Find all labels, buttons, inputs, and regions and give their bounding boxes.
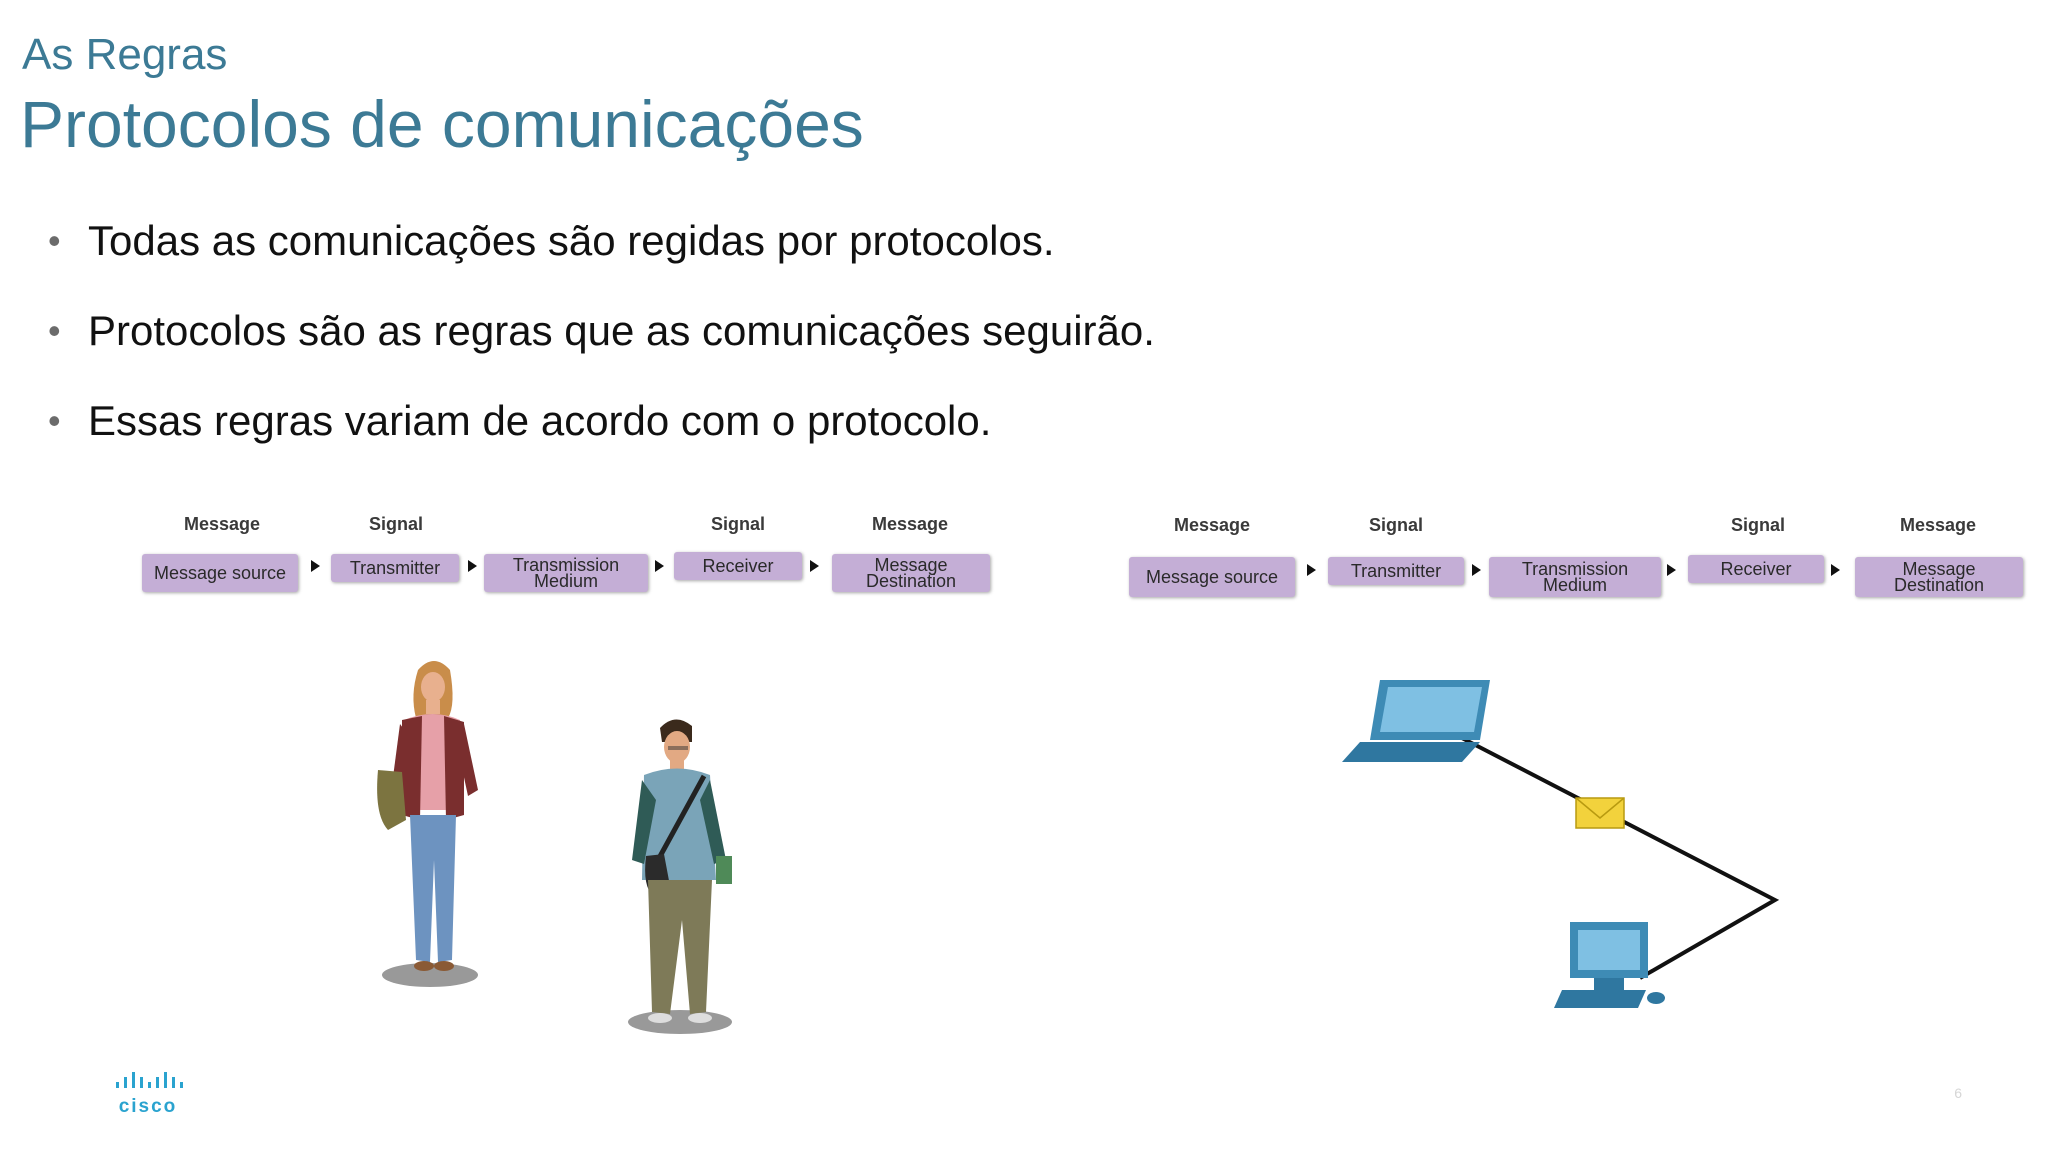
flow-box-transmission-medium: Transmission Medium: [484, 554, 648, 592]
bullet-dot-icon: •: [48, 400, 61, 441]
laptop-icon: [1342, 680, 1490, 762]
flow-label: Signal: [368, 514, 424, 534]
flow-box-message-source: Message source: [1129, 557, 1295, 597]
flow-arrow-icon: [1831, 564, 1840, 576]
flow-label: Signal: [1730, 515, 1786, 535]
flow-label: Signal: [710, 514, 766, 534]
slide-title: Protocolos de comunicações: [20, 87, 864, 161]
flow-box-transmitter: Transmitter: [1328, 557, 1464, 585]
flow-arrow-icon: [311, 560, 320, 572]
flow-box-message-source: Message source: [142, 554, 298, 592]
desktop-computer-icon: [1554, 922, 1665, 1008]
envelope-icon: [1575, 797, 1625, 829]
flow-box-message-destination: Message Destination: [1855, 557, 2023, 597]
flow-label: Message: [1173, 515, 1251, 535]
flow-label: Message: [183, 514, 261, 534]
network-illustration: [1342, 680, 1780, 1008]
flow-arrow-icon: [1667, 564, 1676, 576]
cisco-logo-text: cisco: [119, 1096, 178, 1117]
flow-label: Signal: [1368, 515, 1424, 535]
cisco-logo: cisco: [116, 1072, 183, 1117]
flow-label: Message: [1899, 515, 1977, 535]
flow-arrow-icon: [1472, 564, 1481, 576]
flow-box-message-destination: Message Destination: [832, 554, 990, 592]
man-figure: [628, 719, 732, 1034]
flow-box-receiver: Receiver: [674, 552, 802, 580]
flow-arrow-icon: [1307, 564, 1316, 576]
bullet-item: •Todas as comunicações são regidas por p…: [48, 212, 1155, 302]
flow-label: Message: [871, 514, 949, 534]
people-illustration: [377, 661, 732, 1034]
flow-arrow-icon: [810, 560, 819, 572]
woman-figure: [377, 661, 478, 987]
bullet-dot-icon: •: [48, 310, 61, 351]
flow-box-transmission-medium: Transmission Medium: [1489, 557, 1661, 597]
page-number: 6: [1954, 1085, 1962, 1101]
flow-box-transmitter: Transmitter: [331, 554, 459, 582]
bullet-dot-icon: •: [48, 220, 61, 261]
flow-arrow-icon: [655, 560, 664, 572]
flow-arrow-icon: [468, 560, 477, 572]
slide-subtitle: As Regras: [22, 30, 228, 79]
flow-box-receiver: Receiver: [1688, 555, 1824, 583]
bullet-item: •Protocolos são as regras que as comunic…: [48, 302, 1155, 392]
bullet-item: •Essas regras variam de acordo com o pro…: [48, 392, 1155, 482]
bullet-list: •Todas as comunicações são regidas por p…: [48, 212, 1155, 482]
